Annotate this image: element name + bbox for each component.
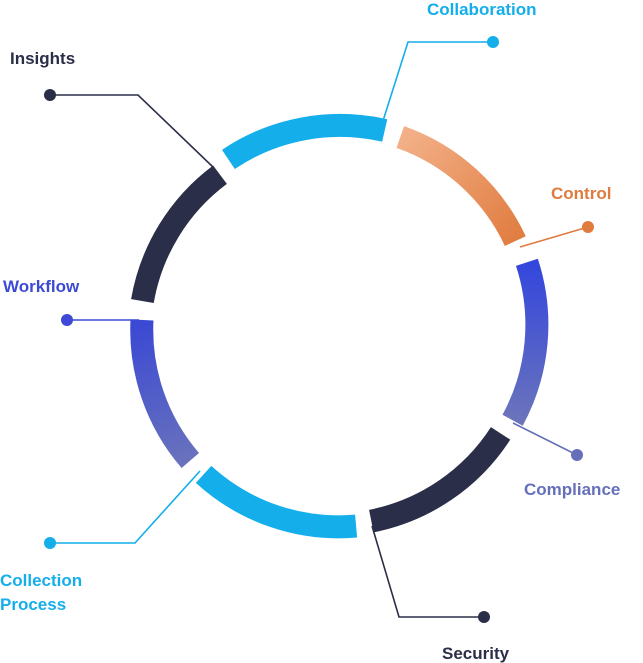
connector-security <box>371 525 484 618</box>
label-collection: Collection <box>0 571 82 590</box>
connector-collaboration <box>381 41 493 125</box>
segment-control-arc <box>396 126 526 247</box>
connector-collection-process <box>50 470 201 544</box>
dot-collection-process <box>44 537 56 549</box>
label-process: Process <box>0 595 66 614</box>
dot-workflow <box>61 314 73 326</box>
label-compliance: Compliance <box>524 480 620 499</box>
label-control: Control <box>551 184 611 203</box>
segment-collaboration-arc <box>221 113 388 170</box>
dot-compliance <box>571 449 583 461</box>
dot-collaboration <box>487 36 499 48</box>
segment-insights-arc <box>131 165 228 304</box>
dot-security <box>478 611 490 623</box>
segment-workflow-arc <box>130 319 200 469</box>
dot-insights <box>44 89 56 101</box>
connector-control <box>519 226 589 248</box>
segment-collection-process-arc <box>195 465 358 539</box>
dot-control <box>582 221 594 233</box>
label-collaboration: Collaboration <box>427 0 537 19</box>
connector-insights <box>50 94 215 169</box>
segment-compliance-arc <box>502 258 549 426</box>
label-insights: Insights <box>10 49 75 68</box>
segment-security-arc <box>368 427 511 533</box>
label-workflow: Workflow <box>3 277 80 296</box>
connector-compliance <box>512 422 578 456</box>
label-security: Security <box>442 644 510 663</box>
